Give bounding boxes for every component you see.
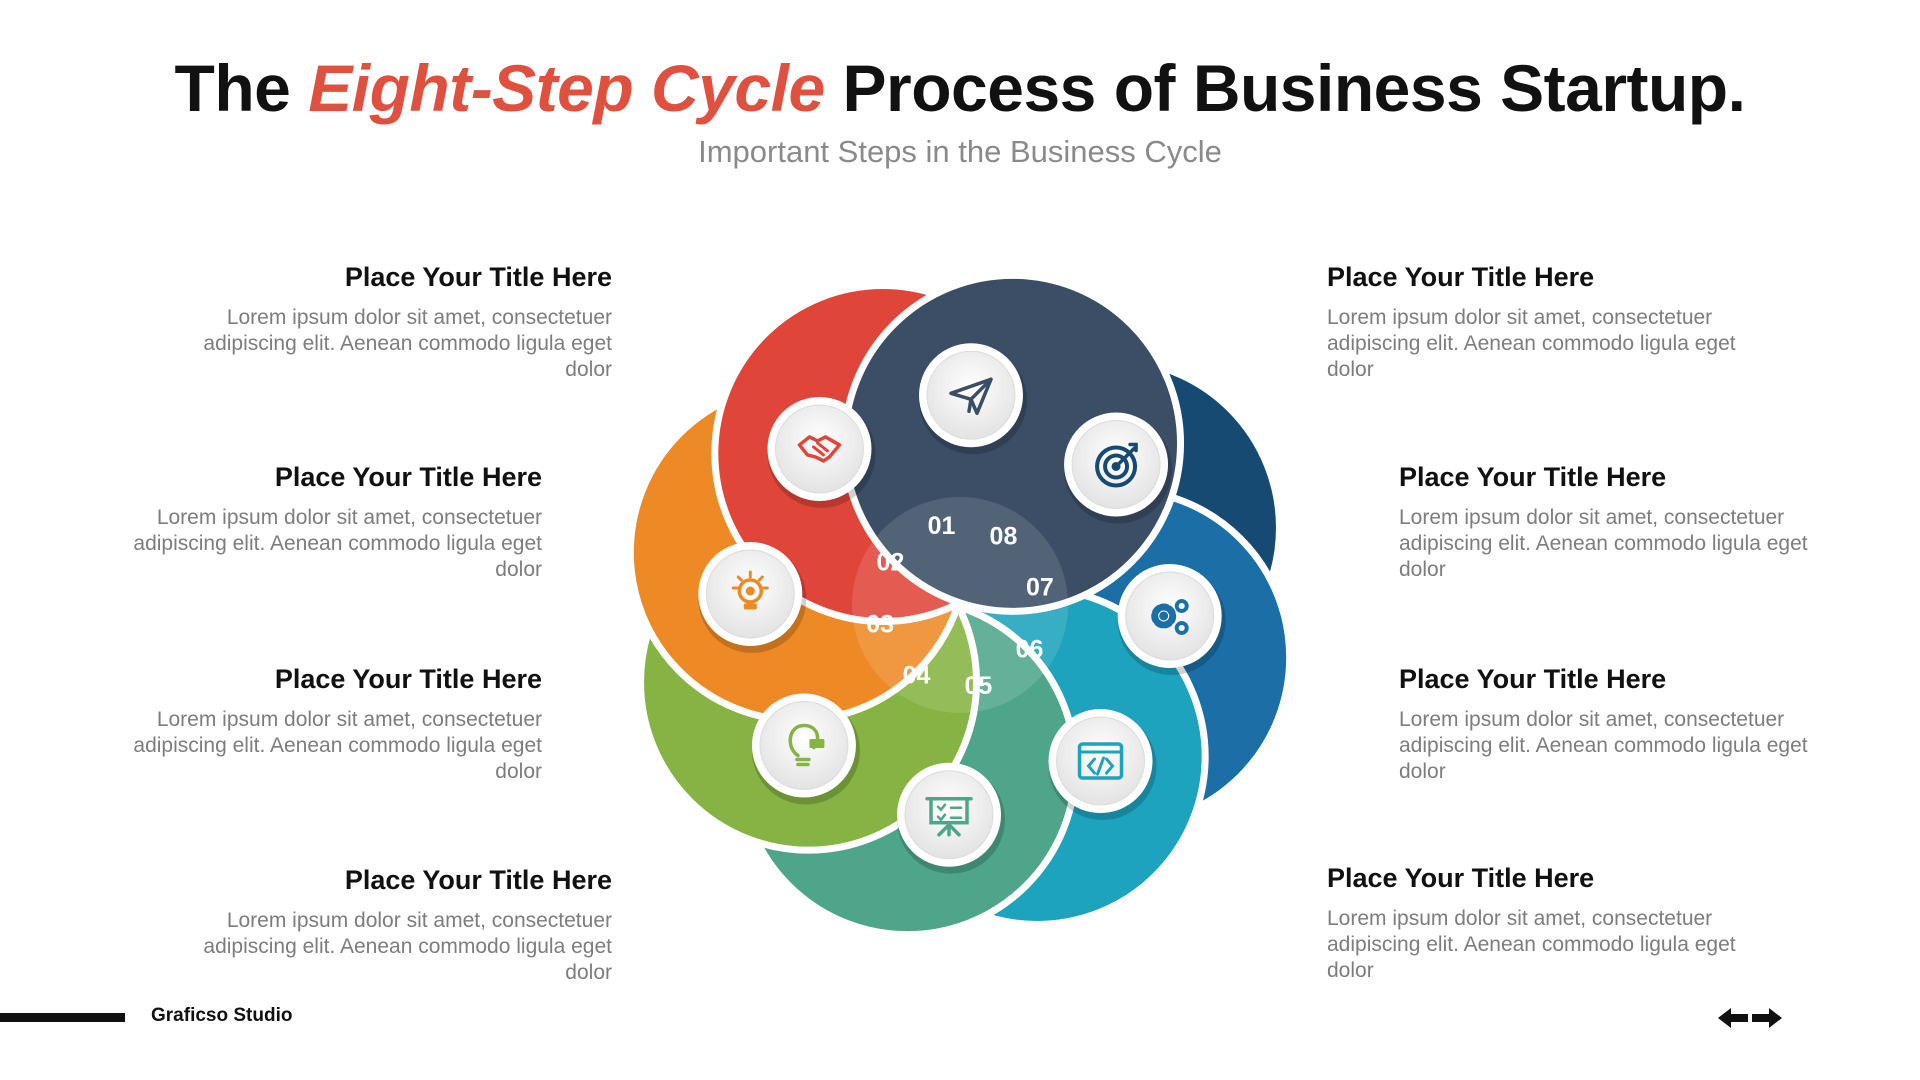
step-block-05: Place Your Title Here Lorem ipsum dolor … <box>1327 863 1747 984</box>
step-title: Place Your Title Here <box>344 262 612 292</box>
step-title: Place Your Title Here <box>1327 863 1595 893</box>
step-description: Lorem ipsum dolor sit amet, consectetuer… <box>1327 907 1736 982</box>
page-title: The Eight-Step Cycle Process of Business… <box>0 50 1920 126</box>
step-knob-02 <box>698 542 807 654</box>
step-description: Lorem ipsum dolor sit amet, consectetuer… <box>203 909 612 984</box>
step-title: Place Your Title Here <box>274 462 542 492</box>
step-knob-06 <box>1117 563 1226 675</box>
code-window-icon <box>1077 742 1124 780</box>
step-block-02: Place Your Title Here Lorem ipsum dolor … <box>122 462 542 583</box>
presentation-board-icon <box>925 796 973 837</box>
step-description: Lorem ipsum dolor sit amet, consectetuer… <box>1399 506 1808 581</box>
step-block-07: Place Your Title Here Lorem ipsum dolor … <box>1399 462 1819 583</box>
step-number-01: 01 <box>928 512 956 540</box>
step-knob-08 <box>918 343 1027 455</box>
step-number-05: 05 <box>965 672 993 700</box>
step-knob-04 <box>897 762 1006 874</box>
footer-bar <box>0 1013 125 1022</box>
step-title: Place Your Title Here <box>1327 262 1595 292</box>
step-number-03: 03 <box>866 610 894 638</box>
center-highlight <box>852 497 1068 713</box>
step-number-08: 08 <box>990 522 1018 550</box>
title-part-2: Process of Business Startup. <box>824 51 1746 125</box>
step-title: Place Your Title Here <box>274 664 542 694</box>
arrow-right-icon[interactable] <box>1752 1006 1782 1030</box>
lightbulb-gear-icon <box>731 570 769 610</box>
page-subtitle: Important Steps in the Business Cycle <box>698 134 1222 169</box>
step-title: Place Your Title Here <box>1399 462 1667 492</box>
step-number-06: 06 <box>1016 635 1044 663</box>
cycle-diagram: 01 02 03 04 05 06 07 08 <box>626 271 1294 939</box>
paper-plane-icon <box>949 377 993 416</box>
step-description: Lorem ipsum dolor sit amet, consectetuer… <box>1399 708 1808 783</box>
step-description: Lorem ipsum dolor sit amet, consectetuer… <box>1327 306 1736 381</box>
step-block-01: Place Your Title Here Lorem ipsum dolor … <box>192 262 612 383</box>
step-number-07: 07 <box>1026 574 1054 602</box>
target-icon <box>1095 442 1138 488</box>
step-block-04: Place Your Title Here Lorem ipsum dolor … <box>192 865 612 986</box>
step-knob-05 <box>1048 709 1157 821</box>
step-title: Place Your Title Here <box>344 865 612 895</box>
step-description: Lorem ipsum dolor sit amet, consectetuer… <box>133 506 542 581</box>
idea-bulb-icon <box>788 723 825 767</box>
title-part-1: The <box>174 51 309 125</box>
step-knob-03 <box>751 693 860 805</box>
gears-icon <box>1151 598 1189 635</box>
step-description: Lorem ipsum dolor sit amet, consectetuer… <box>203 306 612 381</box>
title-highlight: Eight-Step Cycle <box>308 51 825 125</box>
step-knob-01 <box>767 396 876 508</box>
step-knob-07 <box>1064 412 1173 524</box>
brand-name: Graficso Studio <box>151 1005 293 1026</box>
step-block-06: Place Your Title Here Lorem ipsum dolor … <box>1399 664 1819 785</box>
step-number-04: 04 <box>903 662 931 690</box>
arrow-left-icon[interactable] <box>1718 1006 1748 1030</box>
step-title: Place Your Title Here <box>1399 664 1667 694</box>
step-description: Lorem ipsum dolor sit amet, consectetuer… <box>133 708 542 783</box>
step-block-08: Place Your Title Here Lorem ipsum dolor … <box>1327 262 1747 383</box>
handshake-icon <box>797 435 842 463</box>
step-number-02: 02 <box>877 549 905 577</box>
step-block-03: Place Your Title Here Lorem ipsum dolor … <box>122 664 542 785</box>
